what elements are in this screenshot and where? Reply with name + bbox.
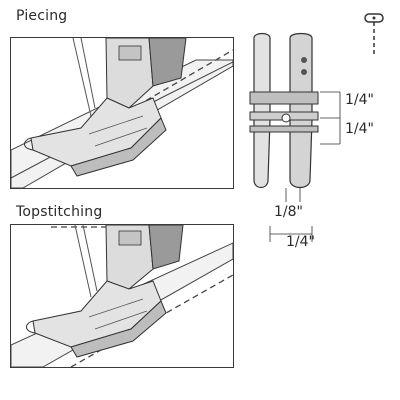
topstitching-illustration-panel	[10, 224, 234, 368]
presser-foot-front-view	[240, 30, 360, 255]
section-title-topstitching: Topstitching	[16, 204, 103, 220]
piecing-illustration	[11, 38, 233, 188]
measurement-upper: 1/4"	[345, 92, 374, 108]
section-title-piecing: Piecing	[16, 8, 68, 24]
piecing-illustration-panel	[10, 37, 234, 189]
measurement-lower: 1/4"	[345, 121, 374, 137]
needle-position-icon	[362, 12, 386, 56]
measurement-eighth: 1/8"	[274, 204, 303, 220]
measurement-quarter-bottom: 1/4"	[286, 234, 315, 250]
topstitching-illustration	[11, 225, 233, 367]
